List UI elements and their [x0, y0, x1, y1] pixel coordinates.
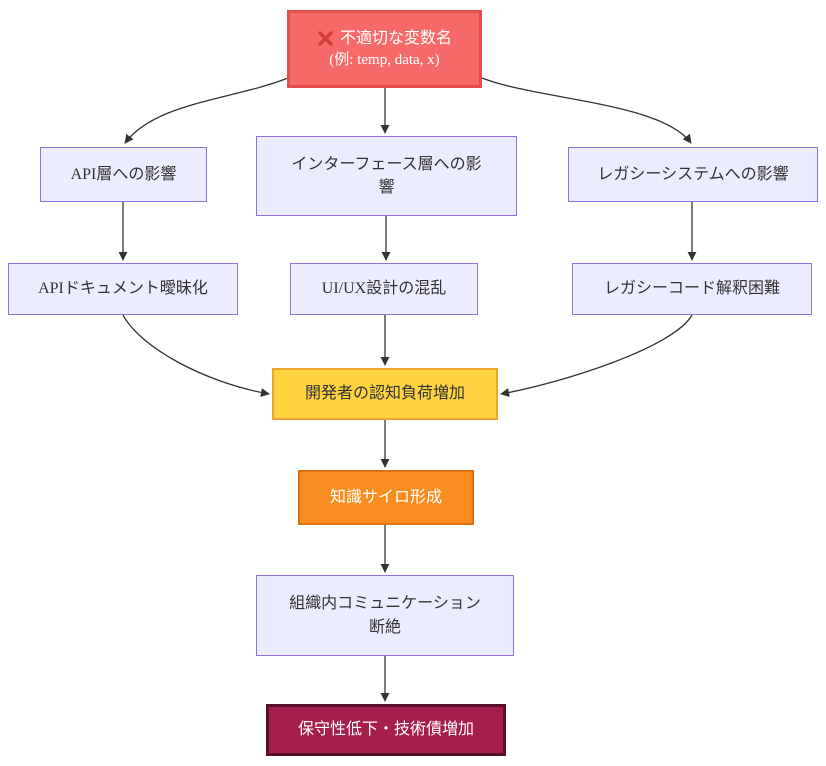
- cross-mark-icon: [317, 30, 334, 47]
- node-api-doc-ambiguity: APIドキュメント曖昧化: [8, 263, 238, 315]
- node-label: API層への影響: [70, 165, 177, 183]
- node-api-layer-impact: API層への影響: [40, 147, 207, 202]
- node-legacy-system-impact: レガシーシステムへの影響: [568, 147, 818, 202]
- edge-legacy-code-to-cognitive: [500, 314, 693, 397]
- node-label: レガシーシステムへの影響: [597, 165, 789, 183]
- node-sublabel: (例: temp, data, x): [329, 51, 440, 68]
- node-organizational-communication-breakdown: 組織内コミュニケーション断絶: [256, 575, 514, 656]
- node-knowledge-silo-formation: 知識サイロ形成: [298, 470, 474, 525]
- node-label: 知識サイロ形成: [329, 488, 442, 506]
- node-label: APIドキュメント曖昧化: [38, 280, 208, 298]
- node-interface-layer-impact: インターフェース層への影響: [256, 136, 517, 216]
- node-label: 組織内コミュニケーション断絶: [289, 595, 481, 636]
- node-maintainability-decline-tech-debt: 保守性低下・技術債増加: [266, 704, 506, 756]
- node-developer-cognitive-load-increase: 開発者の認知負荷増加: [272, 368, 498, 420]
- edge-root-to-legacy-layer: [481, 77, 692, 144]
- node-label: インターフェース層への影響: [291, 155, 482, 196]
- node-label: レガシーコード解釈困難: [603, 280, 780, 298]
- node-label: 保守性低下・技術債増加: [297, 721, 474, 739]
- node-legacy-code-interpretation-difficulty: レガシーコード解釈困難: [572, 263, 812, 315]
- edge-api-doc-to-cognitive: [122, 314, 270, 397]
- node-label: UI/UX設計の混乱: [321, 280, 447, 298]
- node-label: 不適切な変数名: [339, 29, 452, 47]
- edge-root-to-api-layer: [124, 77, 289, 144]
- node-improper-variable-names: 不適切な変数名 (例: temp, data, x): [287, 10, 482, 88]
- node-label: 開発者の認知負荷増加: [304, 385, 465, 403]
- node-uiux-design-confusion: UI/UX設計の混乱: [290, 263, 478, 315]
